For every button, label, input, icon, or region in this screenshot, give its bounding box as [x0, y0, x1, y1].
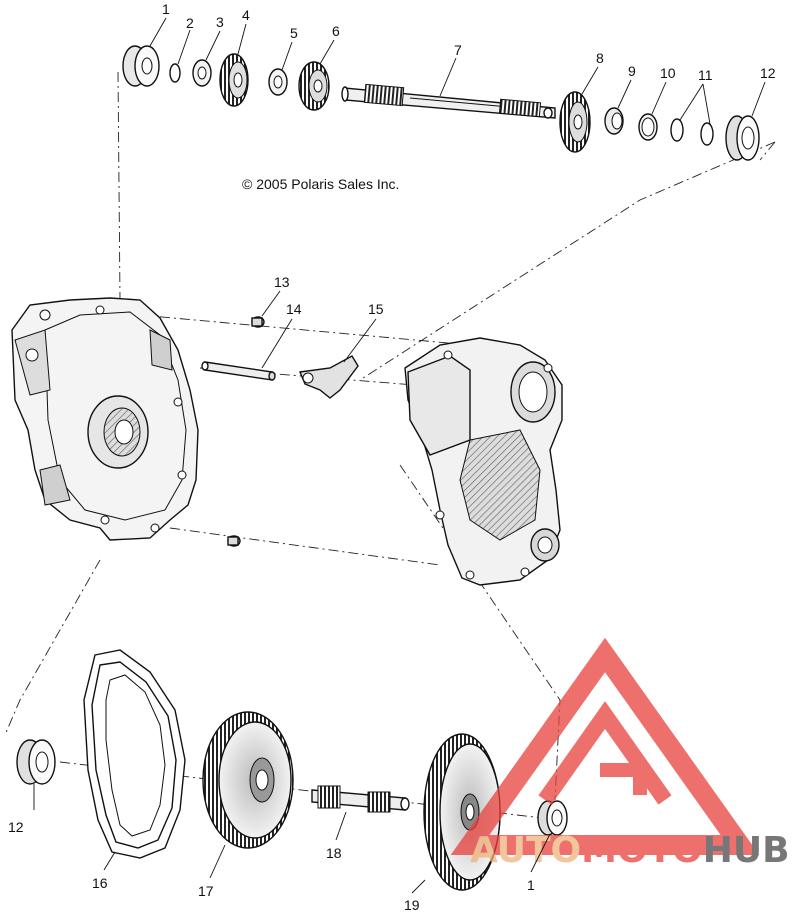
- leader-lines: [33, 17, 766, 894]
- dowel-pin-part-13: [251, 316, 265, 328]
- callout-7: 7: [454, 42, 462, 58]
- callout-5: 5: [290, 25, 298, 41]
- watermark-brand-auto: AUTO: [470, 830, 581, 871]
- bearing-part-12-bottom: [16, 739, 56, 785]
- sprocket-part-8: [559, 91, 591, 153]
- callout-18: 18: [326, 845, 342, 861]
- output-shaft-part-18: [311, 785, 410, 813]
- callout-1-bottom: 1: [527, 877, 535, 893]
- callout-1-top: 1: [162, 1, 170, 17]
- snap-ring-part-11a: [670, 118, 684, 142]
- ring-part-10: [638, 113, 658, 141]
- watermark-logo-icon: [450, 637, 760, 855]
- callout-19: 19: [404, 897, 420, 913]
- gear-part-4: [219, 53, 249, 107]
- shift-fork-part-15: [299, 355, 359, 399]
- callout-2: 2: [186, 15, 194, 31]
- callout-11: 11: [698, 67, 713, 83]
- spacer-part-9: [604, 107, 624, 135]
- sprocket-part-17: [202, 711, 294, 849]
- left-case-half: [11, 297, 199, 541]
- washer-part-3: [192, 59, 212, 87]
- callout-4: 4: [242, 7, 250, 23]
- callout-13: 13: [274, 274, 290, 290]
- right-case-half: [404, 337, 563, 586]
- callout-10: 10: [660, 65, 676, 81]
- callout-3: 3: [216, 14, 224, 30]
- automotohub-watermark: AUTOMOTOHUB: [450, 637, 790, 871]
- callout-numbers: 1 2 3 4 5 6 7 8 9 10 11 12 13 14 15 12 1…: [8, 1, 776, 913]
- callout-8: 8: [596, 50, 604, 66]
- washer-part-5: [268, 68, 288, 96]
- callout-9: 9: [628, 63, 636, 79]
- bearing-part-12-top: [725, 115, 760, 161]
- watermark-brand-hub: HUB: [703, 830, 790, 871]
- callout-17: 17: [198, 883, 214, 899]
- copyright-notice: © 2005 Polaris Sales Inc.: [242, 176, 399, 192]
- dowel-pin-lower: [227, 535, 241, 547]
- watermark-brand-moto: MOTO: [581, 830, 703, 871]
- shift-rod-part-14: [201, 361, 276, 381]
- callout-12-top: 12: [760, 65, 776, 81]
- callout-15: 15: [368, 301, 384, 317]
- callout-16: 16: [92, 875, 108, 891]
- top-shaft-assembly: [122, 45, 760, 161]
- callout-12-bottom: 12: [8, 819, 24, 835]
- snap-ring-part-11b: [700, 122, 714, 146]
- main-shaft-part-7: [341, 83, 556, 119]
- bearing-part-1-top: [122, 45, 160, 87]
- callout-14: 14: [286, 301, 302, 317]
- callout-6: 6: [332, 23, 340, 39]
- snap-ring-part-2: [169, 63, 181, 83]
- svg-text:AUTOMOTOHUB: AUTOMOTOHUB: [470, 830, 790, 871]
- drive-chain-part-16: [83, 649, 186, 859]
- gear-part-6: [298, 61, 330, 111]
